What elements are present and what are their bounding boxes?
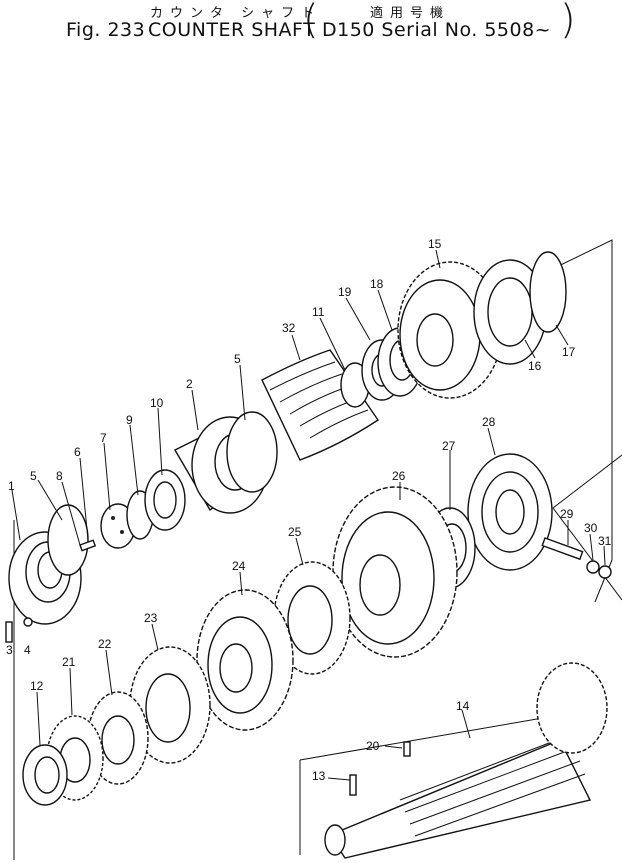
part-20-pin	[403, 741, 411, 757]
part-23-gear	[129, 646, 211, 764]
callout-14: 14	[456, 699, 470, 713]
part-13-pin	[349, 774, 357, 796]
part-22-gear	[87, 691, 149, 785]
callout-26: 26	[392, 469, 406, 483]
callout-8: 8	[56, 469, 63, 483]
callout-3: 3	[6, 643, 13, 657]
callout-24: 24	[232, 559, 246, 573]
part-16-bearing	[473, 259, 547, 365]
header-kana-applicable: 適用号機	[370, 6, 451, 21]
callout-12: 12	[30, 679, 44, 693]
part-4-washer	[23, 617, 33, 627]
callout-30: 30	[584, 521, 598, 535]
part-29-bolt	[541, 537, 584, 561]
callout-15: 15	[428, 237, 442, 251]
callout-1: 1	[8, 479, 15, 493]
callout-2: 2	[186, 377, 193, 391]
part-5-gasket-upper	[226, 411, 278, 493]
callout-labels: 1 2 3 4 5 6 7 8 9 10 11 12 13 14 15 16 1…	[6, 237, 612, 783]
callout-32: 32	[282, 321, 296, 335]
close-paren: )	[560, 0, 576, 43]
header-kana-title: カウンタ シャフト	[150, 6, 322, 21]
callout-11: 11	[312, 305, 325, 319]
callout-25: 25	[288, 525, 302, 539]
part-5-gasket	[47, 504, 89, 576]
callout-5: 5	[30, 469, 37, 483]
figure-number: Fig. 233	[66, 19, 146, 41]
callout-23: 23	[144, 611, 158, 625]
part-25-gear	[273, 561, 351, 675]
part-3-bolt	[5, 621, 13, 643]
callout-5-upper: 5	[234, 352, 241, 366]
callout-21: 21	[62, 655, 76, 669]
callout-29: 29	[560, 507, 574, 521]
part-28-bearing	[467, 453, 553, 571]
leader-lines	[11, 249, 606, 781]
callout-16: 16	[528, 359, 542, 373]
callout-28: 28	[482, 415, 496, 429]
callout-20: 20	[366, 739, 380, 753]
callout-7: 7	[100, 431, 107, 445]
part-8-bolt	[79, 539, 97, 552]
part-24-gear	[196, 589, 294, 731]
callout-13: 13	[312, 769, 326, 783]
callout-31: 31	[598, 534, 612, 548]
part-10-bearing	[144, 469, 186, 531]
part-30-washer	[586, 560, 600, 574]
callout-17: 17	[562, 345, 576, 359]
callout-4: 4	[24, 643, 31, 657]
part-17-snap-ring	[529, 251, 567, 333]
part-12-collar	[22, 744, 68, 806]
open-paren: (	[303, 0, 319, 43]
callout-10: 10	[150, 396, 164, 410]
figure-title: COUNTER SHAFT	[148, 19, 316, 41]
callout-27: 27	[442, 439, 456, 453]
callout-6: 6	[74, 445, 81, 459]
part-31-nut	[598, 565, 612, 579]
callout-18: 18	[370, 277, 384, 291]
bracket-lines	[13, 239, 622, 860]
part-14-shaft	[324, 662, 608, 859]
part-26-gear	[332, 486, 458, 658]
callout-19: 19	[338, 285, 352, 299]
model-serial: D150 Serial No. 5508~	[322, 19, 552, 41]
part-32-shims	[261, 349, 379, 461]
callout-9: 9	[126, 413, 133, 427]
callout-22: 22	[98, 637, 112, 651]
